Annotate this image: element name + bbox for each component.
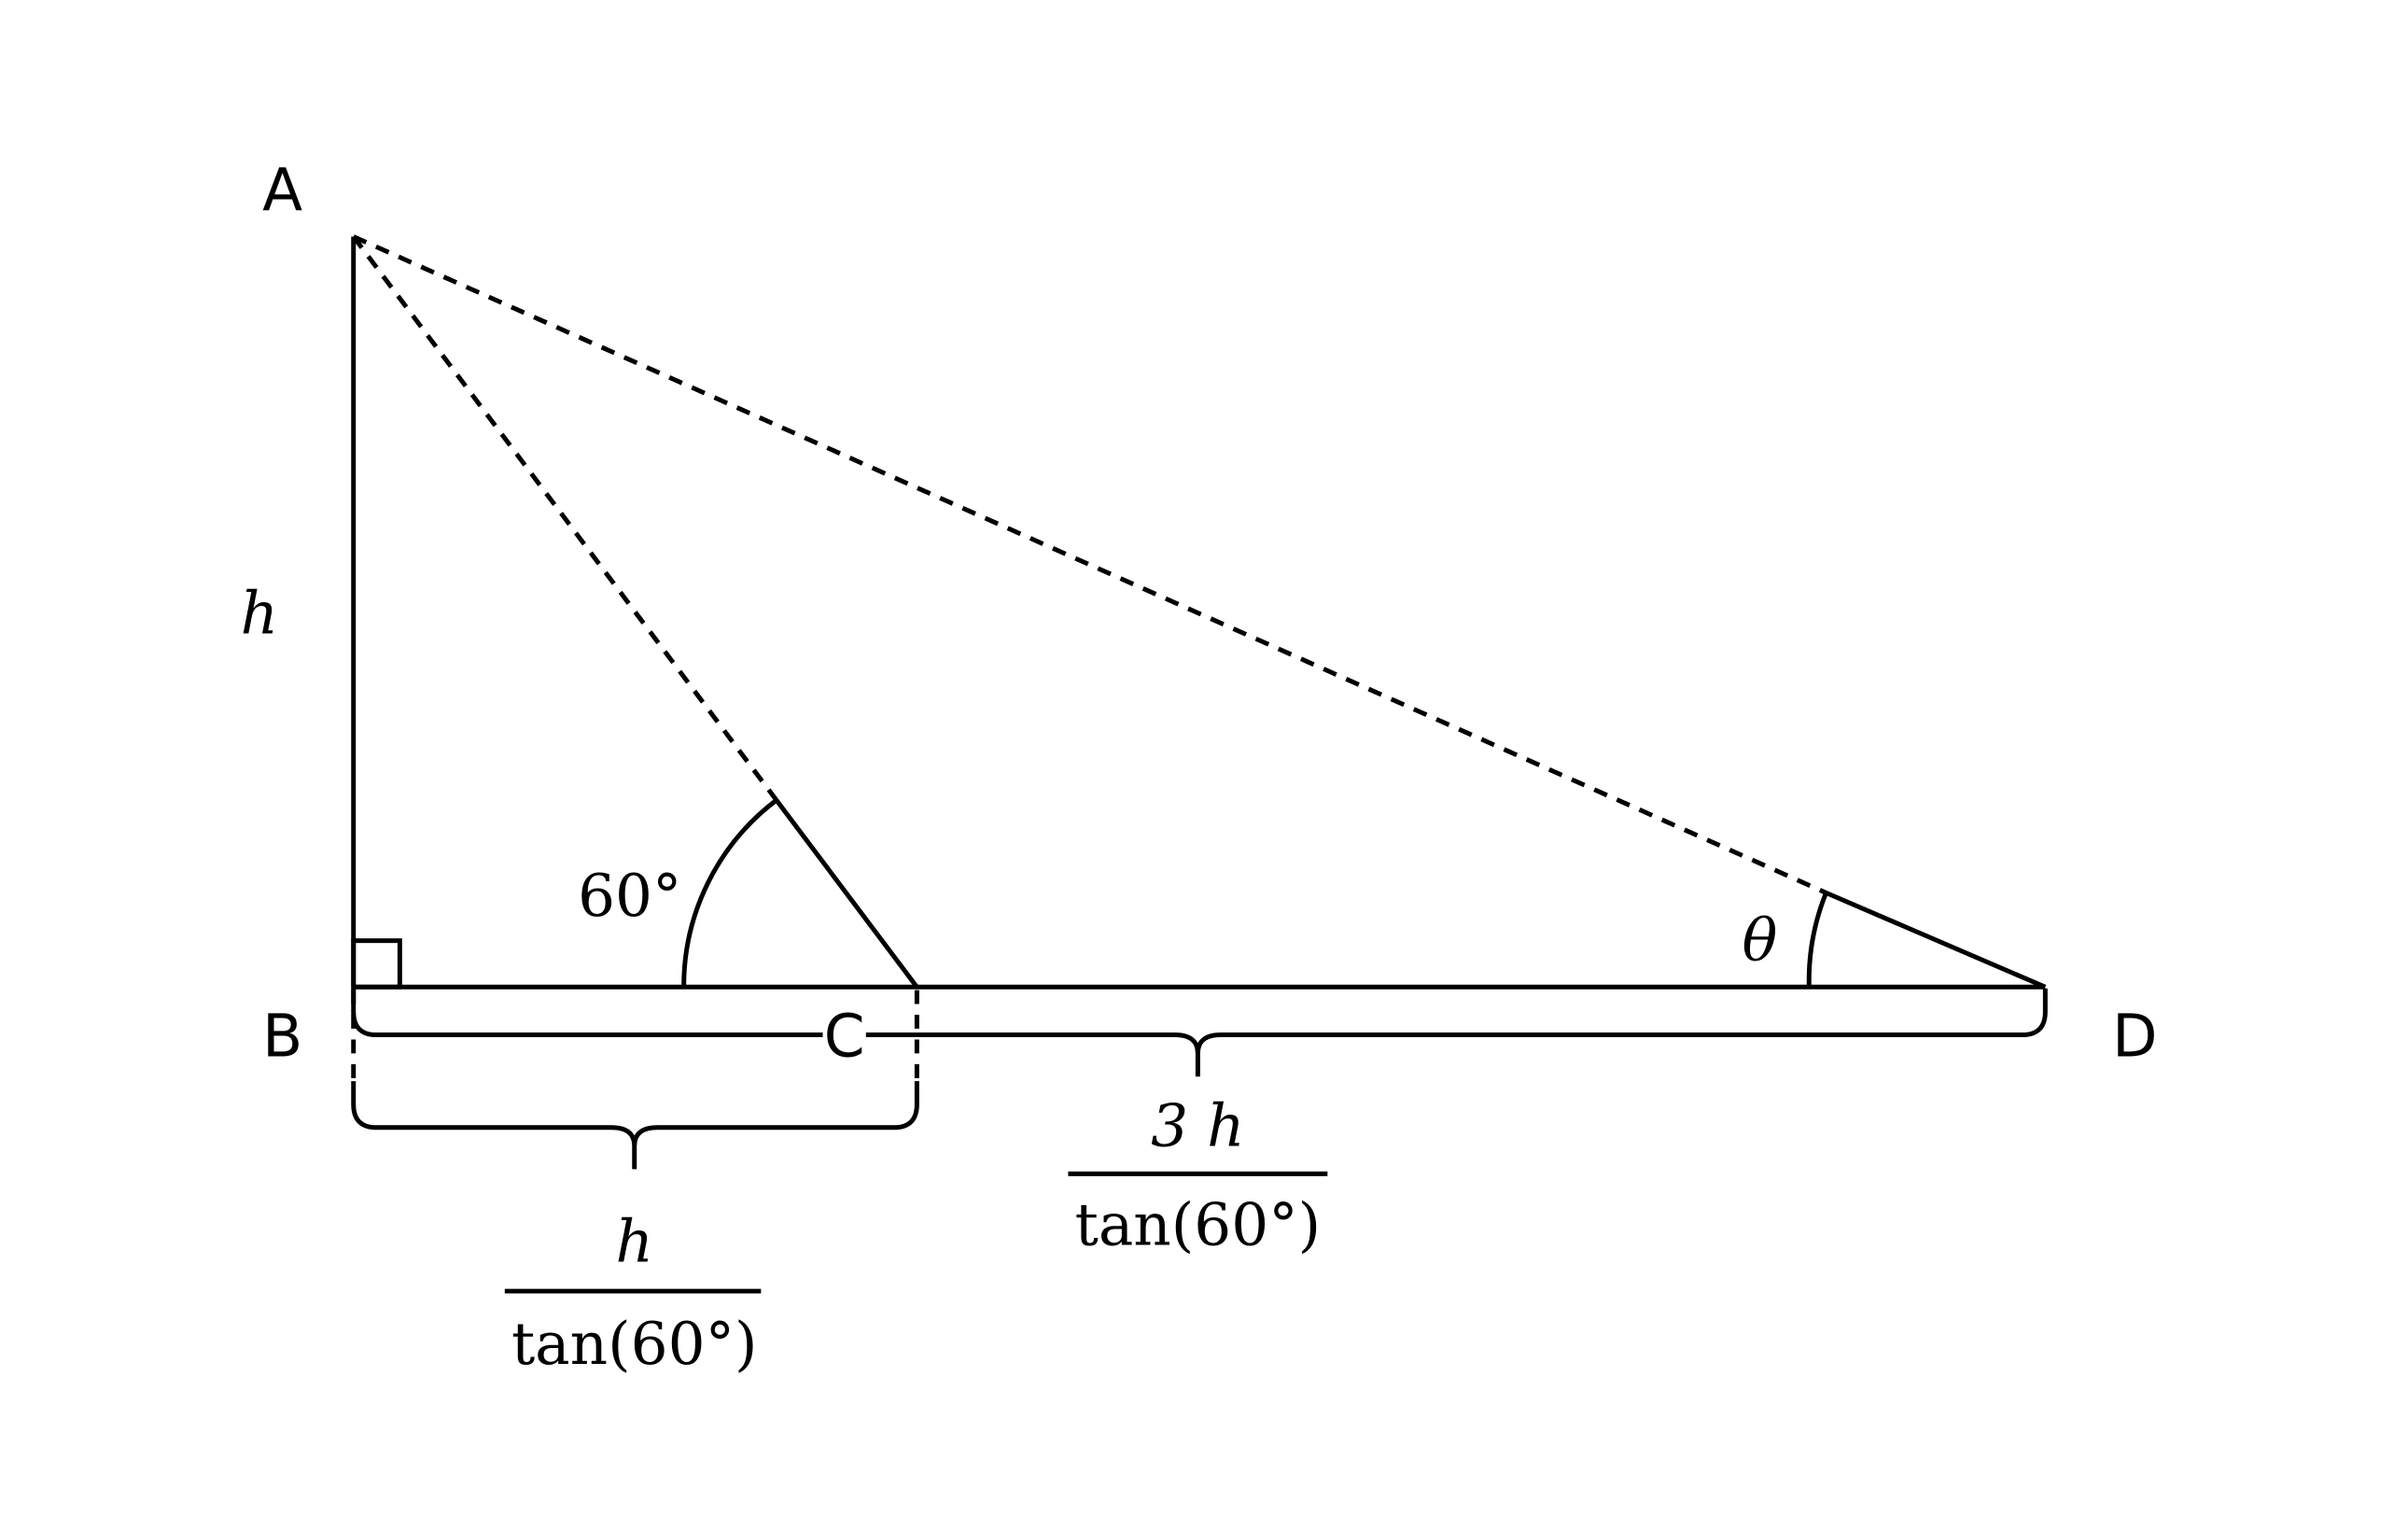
- line-ad-dashed: [352, 234, 1827, 895]
- angle-label-d: θ: [1742, 906, 1777, 975]
- cd-denominator: tan(60°): [1075, 1190, 1322, 1258]
- cd-numerator: 3 h: [1151, 1092, 1244, 1160]
- angle-arc-d: [1806, 892, 1828, 988]
- brace-bc: [351, 1081, 919, 1170]
- height-label: h: [241, 580, 278, 648]
- point-label-c: C: [824, 1003, 865, 1071]
- right-angle-marker: [351, 938, 402, 990]
- angle-label-c: 60°: [578, 862, 681, 930]
- point-label-b: B: [262, 1003, 302, 1071]
- line-ac-solid: [774, 798, 919, 989]
- point-label-a: A: [262, 156, 302, 224]
- bc-denominator: tan(60°): [511, 1310, 758, 1378]
- angle-arc-c: [681, 798, 778, 988]
- bc-numerator: h: [615, 1208, 652, 1276]
- point-label-d: D: [2112, 1003, 2157, 1071]
- line-ac-dashed: [351, 235, 778, 802]
- brace-bd: [351, 988, 2048, 1077]
- line-ad-solid: [1825, 891, 2047, 990]
